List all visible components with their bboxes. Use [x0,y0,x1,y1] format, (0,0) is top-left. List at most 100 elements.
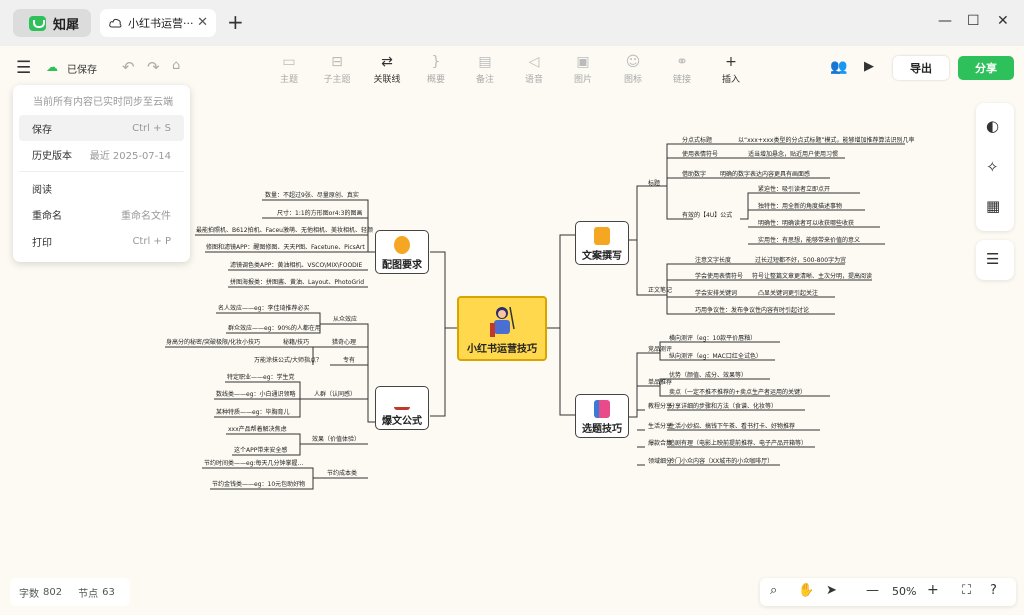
node-label[interactable]: 明确的数字表达内容更具有画面感 [720,171,811,178]
menu-item-rename[interactable]: 重命名重命名文件 [32,210,171,222]
redo-icon[interactable]: ↷ [147,58,160,76]
help-icon[interactable]: ? [990,583,997,598]
node-label[interactable]: 明确性：明确读者可以收获哪些收获 [758,220,855,227]
node-label[interactable]: 万能涂抹公式/大师指点？ [254,357,323,364]
node-label[interactable]: 以“xxx+xxx类型的分点式标题”模式，能够增加推荐算法识别几率 [738,137,915,144]
node-label[interactable]: 过长过短都不好，500-800字为宜 [755,257,847,264]
node-label[interactable]: 数线类——eg：小白通识领略 [216,391,296,398]
new-tab-button[interactable]: + [227,10,244,34]
node-label[interactable]: 某种特质——eg：毕胸育儿 [216,409,290,416]
export-button[interactable]: 导出 [893,56,949,80]
present-icon[interactable]: ▶ [864,59,874,74]
node-label[interactable]: 人群（认同感） [314,391,357,398]
node-label[interactable]: 拼图海报类：拼图酱、黄油、Layout、PhotoGrid [230,279,365,286]
collaborate-icon[interactable]: 👥 [830,59,848,75]
relation-line-tool[interactable]: ⇄关联线 [367,52,407,85]
topic-copywriting[interactable]: 文案撰写 [575,221,629,265]
emoji-tool[interactable]: ☺图标 [613,52,653,85]
node-label[interactable]: 秘籍/技巧 [283,339,310,346]
pointer-icon[interactable]: ➤ [826,583,837,598]
node-label[interactable]: 身高分的秘密/突破极限/化妆小技巧 [166,339,261,346]
voice-tool[interactable]: ◁语音 [514,52,554,85]
node-label[interactable]: 单品推荐 [648,379,673,386]
node-label[interactable]: 使用表情符号 [682,151,719,158]
node-label[interactable]: 从众效应 [333,316,358,323]
zoom-level[interactable]: 50% [892,585,917,598]
subtopic-tool[interactable]: ⊟子主题 [317,52,357,85]
menu-item-history[interactable]: 历史版本最近 2025-07-14 [32,150,171,162]
image-tool[interactable]: ▣图片 [563,52,603,85]
layout-icon[interactable]: ▦ [986,197,1001,215]
node-label[interactable]: 这个APP带来安全感 [234,447,288,454]
link-tool[interactable]: ⚭链接 [662,52,702,85]
node-label[interactable]: 优势（颜值、成分、效果等） [669,372,748,379]
node-label[interactable]: 数量：不超过9张、尽量原创、真实 [265,192,359,199]
topic-image-requirements[interactable]: 配图要求 [375,230,429,274]
format-painter-icon[interactable]: ⌂ [172,58,181,73]
node-label[interactable]: 爆款合集 [648,440,673,447]
menu-item-read[interactable]: 阅读 [32,184,52,196]
topic-tool[interactable]: ▭主题 [269,52,309,85]
node-label[interactable]: 学会安排关键词 [695,290,738,297]
topic-selection[interactable]: 选题技巧 [575,394,629,438]
node-label[interactable]: 猎奇心理 [332,339,357,346]
node-label[interactable]: 名人效应——eg：李佳琦推荐必买 [218,305,310,312]
node-label[interactable]: 巧用争议性：发布争议性内容有时引起讨论 [695,307,810,314]
node-label[interactable]: 独特性：用全新的角度描述事物 [758,203,843,210]
app-tab[interactable]: 知犀 [13,9,91,37]
insert-tool[interactable]: +插入 [711,52,751,85]
note-tool[interactable]: ▤备注 [465,52,505,85]
node-label[interactable]: 追剧有理（电影上映前提前推荐、电子产品开箱等） [669,440,808,447]
outline-list-icon[interactable]: ☰ [986,250,1000,268]
pan-hand-icon[interactable]: ✋ [798,583,815,598]
node-label[interactable]: 生活分享 [648,423,673,430]
maximize-button[interactable]: ☐ [967,13,980,29]
node-label[interactable]: 分享详细的步骤和方法（食谱、化妆等） [669,403,778,410]
node-label[interactable]: 标题 [648,180,661,187]
node-label[interactable]: 群众效应——eg：90%的人都在用 [228,325,321,332]
node-label[interactable]: 冷门小众内容（XX城市的小众咖啡厅） [669,458,774,465]
node-label[interactable]: 有效的【4U】公式 [682,212,733,219]
style-sparkle-icon[interactable]: ✧ [986,158,999,176]
node-label[interactable]: 滤镜调色类APP：黄油相机、VSCO\MIX\FOODIE [230,262,363,269]
node-label[interactable]: 节约成本类 [327,470,358,477]
node-label[interactable]: 注意文字长度 [695,257,732,264]
share-button[interactable]: 分享 [958,56,1014,80]
node-label[interactable]: 正文笔记 [648,287,673,294]
node-label[interactable]: 分点式标题 [682,137,713,144]
close-window-button[interactable]: ✕ [997,13,1009,29]
node-label[interactable]: 学会使用表情符号 [695,273,744,280]
node-label[interactable]: 紧迫性：吸引读者立即点开 [758,186,831,193]
node-label[interactable]: xxx产品帮着解决焦虑 [228,426,287,433]
node-label[interactable]: 实用性：有思想，能够带来价值的意义 [758,237,861,244]
node-label[interactable]: 效果（价值体验） [312,436,361,443]
node-label[interactable]: 纵向测评（eg：MAC口红全试色） [669,353,762,360]
node-label[interactable]: 特定职业——eg：学生党 [227,374,295,381]
topic-viral-formula[interactable]: 爆文公式 [375,386,429,430]
minimize-button[interactable]: — [938,13,952,29]
central-topic[interactable]: 小红书运营技巧 [457,296,547,361]
node-label[interactable]: 凸显关键词更引起关注 [758,290,819,297]
close-tab-icon[interactable]: ✕ [197,15,208,30]
undo-icon[interactable]: ↶ [122,58,135,76]
node-label[interactable]: 尺寸：1:1的方形图or4:3的图画 [277,210,363,217]
node-label[interactable]: 适当增加悬念，贴近用户使用习惯 [748,151,839,158]
menu-icon[interactable]: ☰ [16,58,32,78]
node-label[interactable]: 节约金钱类——eg：10元包助好物 [212,481,306,488]
fullscreen-icon[interactable]: ⛶ [962,583,972,598]
node-label[interactable]: 横向测评（eg：10款平价唇釉） [669,335,757,342]
zoom-in-button[interactable]: + [927,582,939,598]
zoom-out-button[interactable]: — [866,583,879,598]
summary-tool[interactable]: }概要 [416,52,456,85]
theme-palette-icon[interactable]: ◐ [986,117,1000,135]
node-label[interactable]: 生活小妙招、搞钱下午茶、看书打卡、好物推荐 [669,423,796,430]
node-label[interactable]: 符号让整篇文章更清晰、主次分明，提高阅读 [752,273,873,280]
node-label[interactable]: 教程分享 [648,403,673,410]
node-label[interactable]: 专有 [343,357,356,364]
search-icon[interactable]: ⌕ [770,583,778,598]
document-tab[interactable]: 小红书运营··· ✕ [100,9,216,37]
node-label[interactable]: 节约时间类——eg:每天几分钟掌握… [204,460,304,467]
node-label[interactable]: 领域细分 [648,458,673,465]
